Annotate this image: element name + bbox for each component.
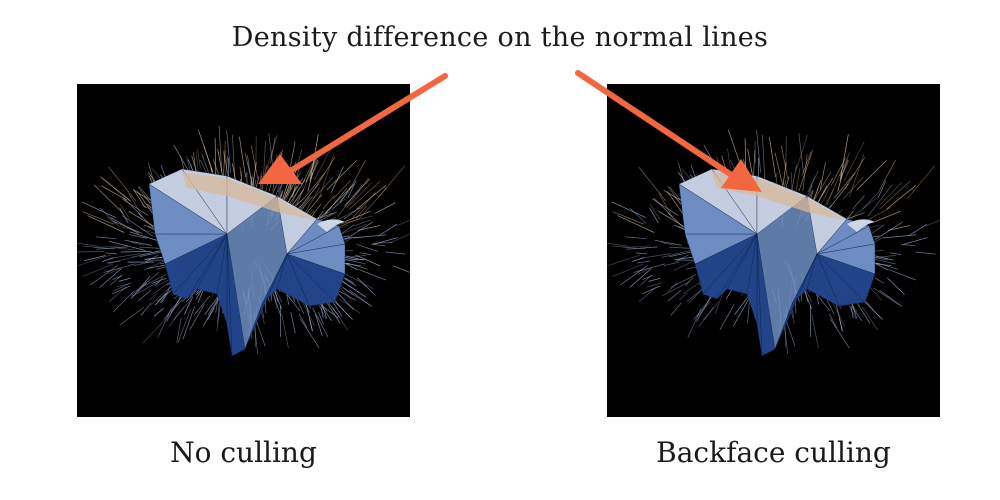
bull-mesh	[148, 168, 346, 357]
backface-culling-caption: Backface culling	[656, 436, 891, 469]
bull-mesh	[678, 168, 876, 357]
no-culling-render	[77, 84, 410, 417]
backface-culling-render	[607, 84, 940, 417]
no-culling-caption: No culling	[170, 436, 317, 469]
figure-heading: Density difference on the normal lines	[231, 22, 769, 53]
bull-mesh-render-backface-culling	[607, 129, 940, 357]
bull-mesh-render-no-culling	[77, 125, 410, 357]
